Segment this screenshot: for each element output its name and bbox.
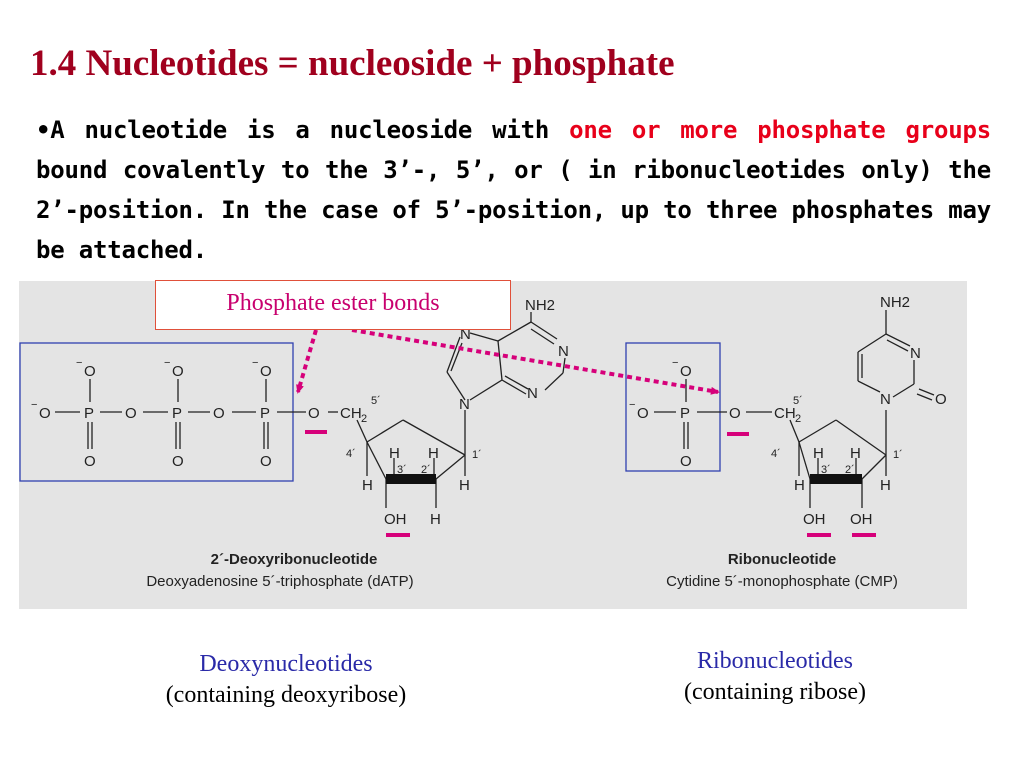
caption-left-subtitle: (containing deoxyribose) [165,682,407,708]
svg-text:O: O [84,453,96,470]
svg-text:O: O [213,405,225,422]
bullet-suffix: bound covalently to the 3’-, 5’, or ( in… [36,156,991,264]
ester-bond-mark [305,430,327,434]
svg-text:N: N [527,385,538,402]
svg-text:O: O [260,363,272,380]
svg-text:P: P [172,405,182,422]
hydroxyl-mark [852,533,876,537]
monophosphate-group-box [625,342,721,472]
svg-text:OH: OH [384,511,407,528]
svg-text:H: H [813,445,824,462]
hydroxyl-mark [386,533,410,537]
svg-text:H: H [850,445,861,462]
svg-text:2´: 2´ [845,464,855,476]
svg-text:−: − [252,357,258,369]
ester-bond-arrow-right [351,328,720,395]
slide-title: 1.4 Nucleotides = nucleoside + phosphate [30,43,675,84]
svg-text:H: H [794,477,805,494]
svg-text:−: − [31,399,37,411]
svg-text:H: H [389,445,400,462]
svg-text:O: O [125,405,137,422]
svg-text:O: O [260,453,272,470]
bullet-text: •A nucleotide is a nucleoside with one o… [36,110,991,270]
svg-text:CH: CH [774,405,796,422]
bullet-highlight: one or more phosphate groups [569,116,991,144]
svg-text:O: O [308,405,320,422]
datp-name: 2´-Deoxyribonucleotide [211,551,378,568]
svg-text:O: O [39,405,51,422]
svg-text:P: P [260,405,270,422]
svg-text:H: H [428,445,439,462]
datp-amino-label: NH2 [525,297,555,314]
svg-text:−: − [672,357,678,369]
svg-text:O: O [680,453,692,470]
svg-text:1´: 1´ [472,449,482,461]
svg-text:−: − [629,399,635,411]
svg-text:H: H [430,511,441,528]
cmp-name: Ribonucleotide [728,551,836,568]
svg-text:CH: CH [340,405,362,422]
svg-text:P: P [84,405,94,422]
svg-text:1´: 1´ [893,449,903,461]
svg-text:O: O [172,453,184,470]
caption-ribonucleotides: Ribonucleotides (containing ribose) [620,648,930,706]
svg-text:−: − [164,357,170,369]
svg-text:3´: 3´ [821,464,831,476]
svg-text:O: O [84,363,96,380]
cmp-subtitle: Cytidine 5´-monophosphate (CMP) [666,573,898,590]
svg-text:N: N [910,345,921,362]
cmp-amino-label: NH2 [880,294,910,311]
structure-panel [19,281,967,609]
svg-text:O: O [637,405,649,422]
hydroxyl-mark [807,533,831,537]
callout-label: Phosphate ester bonds [226,290,440,316]
svg-text:O: O [935,391,947,408]
svg-text:4´: 4´ [771,448,781,460]
svg-text:OH: OH [803,511,826,528]
caption-right-title: Ribonucleotides [697,648,853,674]
caption-right-subtitle: (containing ribose) [684,679,866,705]
svg-text:2´: 2´ [421,464,431,476]
bullet-prefix: •A nucleotide is a nucleoside with [36,116,570,144]
svg-text:5´: 5´ [371,395,381,407]
phosphate-ester-bonds-callout: Phosphate ester bonds [155,280,511,330]
svg-text:3´: 3´ [397,464,407,476]
svg-text:H: H [880,477,891,494]
caption-deoxynucleotides: Deoxynucleotides (containing deoxyribose… [106,651,466,709]
svg-text:2: 2 [361,413,367,425]
ester-bond-arrow-left [296,329,318,394]
svg-text:H: H [459,477,470,494]
svg-text:P: P [680,405,690,422]
ester-bond-mark [727,432,749,436]
svg-text:O: O [172,363,184,380]
svg-text:N: N [558,343,569,360]
caption-left-title: Deoxynucleotides [199,651,373,677]
datp-subtitle: Deoxyadenosine 5´-triphosphate (dATP) [146,573,413,590]
svg-text:N: N [460,326,471,343]
svg-text:O: O [680,363,692,380]
svg-text:OH: OH [850,511,873,528]
svg-text:5´: 5´ [793,395,803,407]
svg-text:2: 2 [795,413,801,425]
svg-text:O: O [729,405,741,422]
svg-text:−: − [76,357,82,369]
svg-text:N: N [880,391,891,408]
svg-text:H: H [362,477,373,494]
svg-text:4´: 4´ [346,448,356,460]
svg-text:N: N [459,396,470,413]
